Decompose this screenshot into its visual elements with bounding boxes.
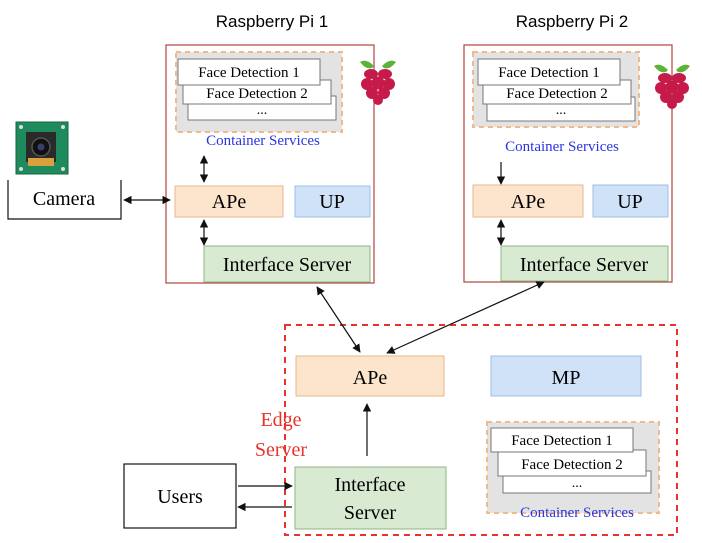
users-label: Users bbox=[157, 486, 203, 508]
users-box bbox=[123, 463, 237, 529]
pi2-container-services: ... Face Detection 2 Face Detection 1 Co… bbox=[472, 51, 640, 155]
camera-node: Camera bbox=[7, 121, 171, 220]
edge-server-node: Edge Server APe MP Interface Server ... … bbox=[255, 324, 678, 536]
pi1-service-3: ... bbox=[257, 103, 268, 118]
edge-container-label: Container Services bbox=[520, 505, 634, 521]
edge-mp-box bbox=[490, 355, 642, 397]
users-node: Users bbox=[123, 463, 293, 529]
pi2-title: Raspberry Pi 2 bbox=[516, 12, 628, 31]
pi2-up-label: UP bbox=[617, 191, 643, 213]
pi2-service-box-1 bbox=[477, 58, 621, 86]
edge-service-1: Face Detection 1 bbox=[511, 433, 613, 449]
pi2-raspberry-logo-icon bbox=[654, 64, 690, 109]
arrow-pi1-interface-edge-ape bbox=[316, 286, 361, 353]
pi1-interface-label: Interface Server bbox=[223, 254, 352, 276]
edge-interface-line2: Server bbox=[344, 502, 397, 524]
edge-label-line1: Edge bbox=[260, 409, 301, 431]
pi1-ape-label: APe bbox=[212, 191, 247, 213]
arrow-pi2-interface-edge-ape bbox=[386, 281, 545, 354]
pi1-up-box bbox=[294, 185, 371, 218]
edge-container-services: ... Face Detection 2 Face Detection 1 Co… bbox=[486, 421, 660, 521]
pi2-container-label: Container Services bbox=[505, 139, 619, 155]
pi1-service-box-1 bbox=[177, 58, 321, 86]
edge-ape-box bbox=[295, 355, 445, 397]
edge-service-3: ... bbox=[572, 476, 583, 491]
pi1-container-services: ... Face Detection 2 Face Detection 1 Co… bbox=[175, 51, 343, 149]
pi2-service-3: ... bbox=[556, 103, 567, 118]
raspberry-pi-1-node: Raspberry Pi 1 ... Face Detection 2 Face… bbox=[165, 12, 396, 284]
pi2-ape-label: APe bbox=[511, 191, 546, 213]
camera-module-icon bbox=[15, 121, 69, 175]
pi2-up-box bbox=[592, 184, 669, 218]
edge-interface-line1: Interface bbox=[334, 474, 405, 496]
edge-label-line2: Server bbox=[255, 439, 308, 461]
raspberry-pi-2-node: Raspberry Pi 2 ... Face Detection 2 Face… bbox=[463, 12, 690, 283]
camera-box-border bbox=[7, 180, 122, 220]
pi2-ape-box bbox=[472, 184, 584, 218]
edge-ape-label: APe bbox=[353, 367, 388, 389]
pi2-interface-label: Interface Server bbox=[520, 254, 649, 276]
edge-interface-box bbox=[294, 466, 447, 530]
pi1-interface-box bbox=[203, 245, 371, 283]
edge-service-box-1 bbox=[490, 427, 634, 453]
pi1-container-label: Container Services bbox=[206, 133, 320, 149]
pi1-ape-box bbox=[174, 185, 284, 218]
pi1-title: Raspberry Pi 1 bbox=[216, 12, 328, 31]
pi1-up-label: UP bbox=[319, 191, 345, 213]
pi1-raspberry-logo-icon bbox=[360, 60, 396, 105]
pi2-service-2: Face Detection 2 bbox=[506, 86, 608, 102]
pi1-service-1: Face Detection 1 bbox=[198, 65, 300, 81]
pi2-service-1: Face Detection 1 bbox=[498, 65, 600, 81]
pi1-service-2: Face Detection 2 bbox=[206, 86, 308, 102]
edge-border bbox=[284, 324, 678, 536]
edge-mp-label: MP bbox=[552, 367, 581, 389]
camera-label: Camera bbox=[33, 188, 95, 210]
pi2-interface-box bbox=[500, 245, 669, 282]
edge-service-2: Face Detection 2 bbox=[521, 457, 623, 473]
